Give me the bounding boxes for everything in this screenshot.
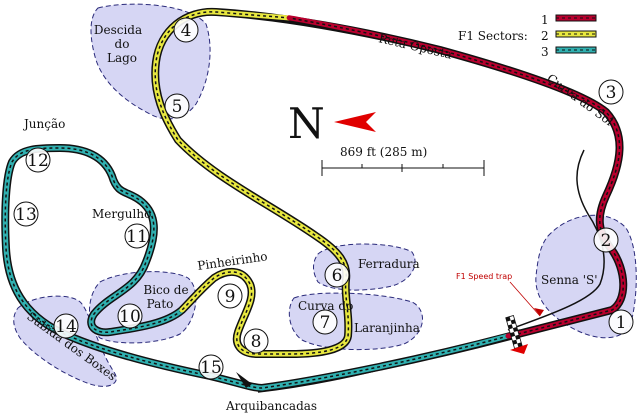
speed-trap-leader	[509, 281, 541, 317]
turn-4-number: 4	[181, 21, 192, 41]
turn-9-circle	[217, 283, 243, 309]
start-arrow-icon	[510, 344, 528, 354]
label-descida-line3: Lago	[107, 51, 137, 65]
turn-13-circle	[13, 201, 39, 227]
turn-12-circle	[25, 147, 51, 173]
speed-trap-arrow-icon	[534, 308, 544, 316]
legend-num-2: 2	[541, 29, 549, 43]
scale-label: 869 ft (285 m)	[340, 145, 427, 159]
turn-10-number: 10	[119, 307, 141, 327]
legend-num-1: 1	[541, 13, 549, 27]
speed-trap-label: F1 Speed trap	[456, 272, 512, 281]
turn-3-number: 3	[606, 83, 617, 103]
turn-9-number: 9	[225, 287, 236, 307]
north-letter: N	[288, 99, 325, 148]
turn-5-number: 5	[172, 97, 183, 117]
zone-laranjinha	[288, 292, 423, 351]
turn-5-circle	[164, 93, 190, 119]
turn-14-circle	[53, 313, 79, 339]
label-reta-oposta: Reta Oposta	[377, 31, 453, 61]
turn-6-circle	[324, 262, 350, 288]
turn-15-circle	[198, 354, 224, 380]
turn-14-number: 14	[55, 317, 77, 337]
turn-1-number: 1	[616, 313, 627, 333]
turn-4-circle	[173, 17, 199, 43]
turn-11-number: 11	[126, 227, 148, 247]
turn-10-circle	[117, 303, 143, 329]
arquibancadas-pointer-icon	[236, 372, 252, 388]
turn-2-circle	[593, 227, 619, 253]
label-bico-line1: Bico de	[143, 283, 188, 297]
label-arquibancadas: Arquibancadas	[225, 399, 317, 413]
label-senna-s: Senna 'S'	[541, 273, 598, 287]
turn-12-number: 12	[27, 151, 49, 171]
turn-1-circle	[608, 309, 634, 335]
legend-title: F1 Sectors:	[458, 29, 528, 43]
label-curva-do: Curva do	[298, 299, 353, 313]
turn-2-number: 2	[601, 231, 612, 251]
turn-13-number: 13	[15, 205, 37, 225]
legend-num-3: 3	[541, 45, 549, 59]
sector-legend: F1 Sectors: 1 2 3	[458, 13, 597, 59]
scale-bar	[321, 160, 485, 176]
turn-3-circle	[598, 79, 624, 105]
turn-11-circle	[124, 223, 150, 249]
turn-8-circle	[243, 328, 269, 354]
label-laranjinha: Laranjinha	[354, 321, 420, 335]
turn-8-number: 8	[251, 332, 262, 352]
turn-15-number: 15	[200, 358, 222, 378]
north-arrow-icon	[334, 112, 376, 132]
label-ferradura: Ferradura	[358, 257, 420, 271]
label-descida-line2: do	[115, 37, 130, 51]
label-mergulho: Mergulho	[92, 207, 151, 221]
label-juncao: Junção	[22, 117, 65, 131]
label-descida-line1: Descida	[94, 23, 142, 37]
turn-6-number: 6	[332, 266, 343, 286]
turn-7-circle	[312, 309, 338, 335]
turn-7-number: 7	[320, 313, 331, 333]
label-bico-line2: Pato	[147, 297, 174, 311]
start-finish-line	[505, 315, 523, 349]
